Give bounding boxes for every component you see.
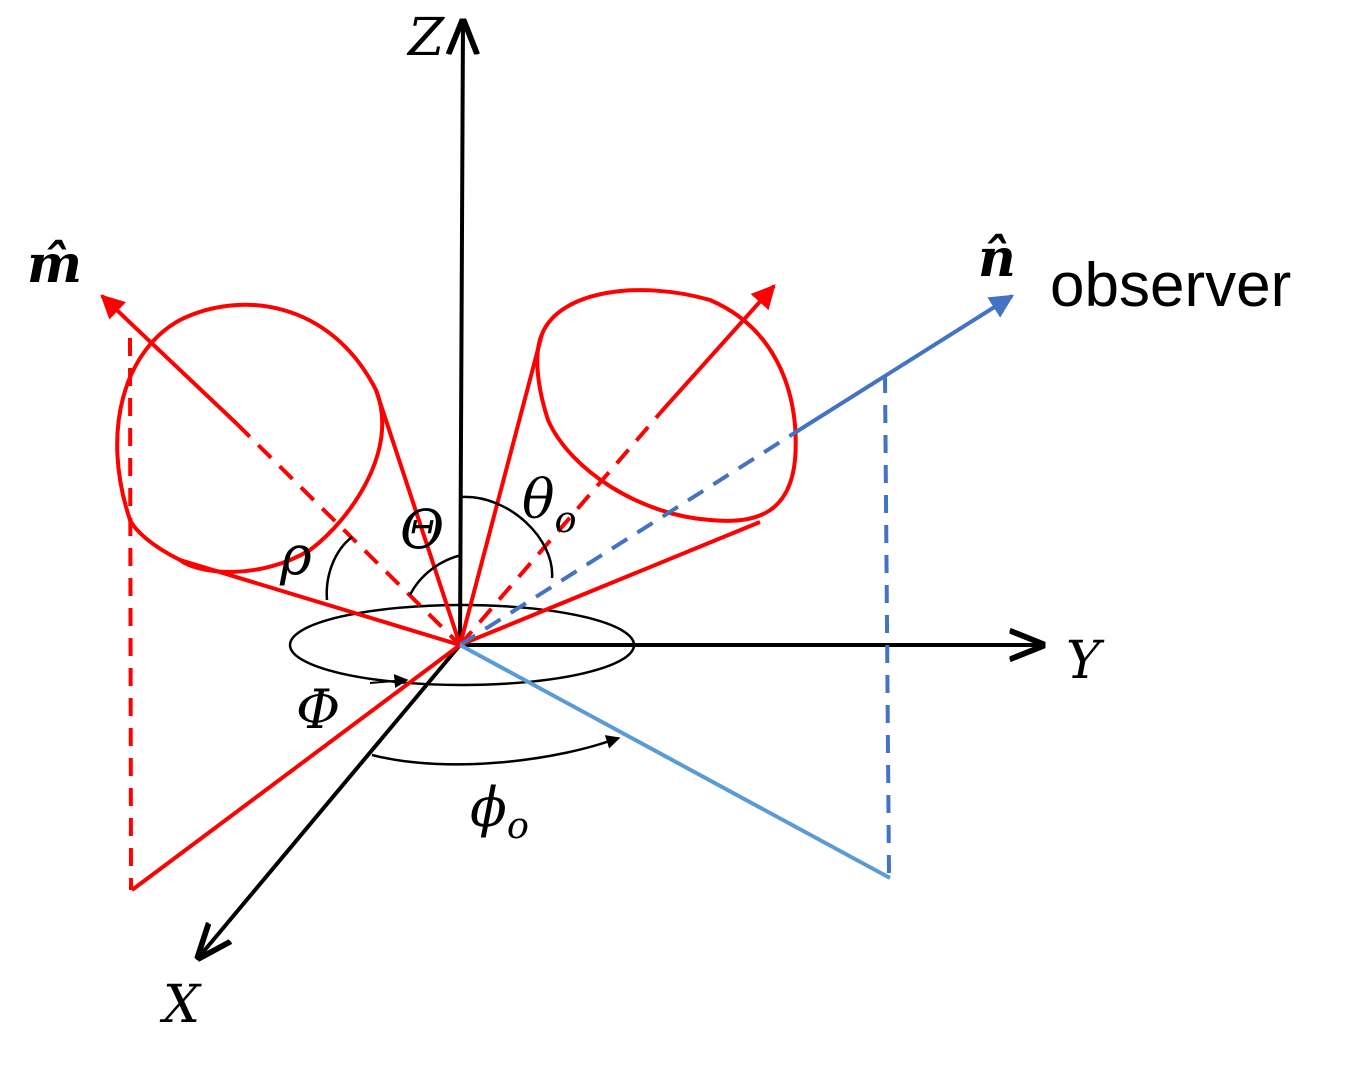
rho-arc bbox=[325, 536, 353, 601]
left-cone-rim bbox=[115, 302, 385, 574]
observer-geometry bbox=[458, 294, 1015, 880]
left-drop-dashed bbox=[128, 337, 133, 891]
rotation-ellipse bbox=[288, 603, 636, 687]
n-drop-dashed bbox=[883, 374, 891, 877]
x-axis-label: X bbox=[159, 975, 202, 1035]
right-cone-rim bbox=[535, 288, 798, 523]
big-theta-label: Θ bbox=[400, 498, 444, 561]
left-cone-edge-bottom bbox=[179, 558, 461, 647]
n-axis-dashed bbox=[458, 430, 798, 647]
right-axis-dashed bbox=[458, 410, 663, 647]
n-hat-label: n̂ bbox=[978, 228, 1016, 289]
big-phi-label: Φ bbox=[296, 678, 340, 741]
beam-cones bbox=[100, 284, 798, 892]
right-axis-solid bbox=[659, 284, 776, 414]
m-axis-solid bbox=[100, 294, 239, 426]
rho-label: ρ bbox=[279, 524, 312, 587]
rotation-arrow bbox=[369, 674, 409, 688]
y-axis-label: Y bbox=[1066, 631, 1105, 691]
m-hat-label: m̂ bbox=[27, 234, 82, 295]
right-cone-edge-top bbox=[458, 333, 544, 646]
angle-arcs bbox=[325, 495, 619, 766]
theta-o-arc bbox=[461, 495, 554, 579]
x-axis bbox=[199, 643, 462, 957]
left-projection bbox=[130, 643, 462, 892]
z-axis-label: Z bbox=[406, 8, 445, 68]
z-axis bbox=[460, 22, 463, 646]
big-theta-arc bbox=[408, 553, 463, 596]
theta-o-label: θo bbox=[522, 468, 577, 541]
observer-label: observer bbox=[1050, 251, 1291, 320]
n-projection bbox=[459, 643, 891, 880]
right-cone-edge-bottom bbox=[459, 520, 761, 647]
phi-o-arrow bbox=[599, 735, 621, 749]
phi-o-arc bbox=[371, 736, 619, 766]
m-axis-dashed bbox=[235, 422, 462, 647]
phi-o-label: ϕo bbox=[470, 776, 529, 847]
left-cone-edge-top bbox=[374, 389, 462, 646]
n-axis-solid bbox=[794, 294, 1015, 434]
